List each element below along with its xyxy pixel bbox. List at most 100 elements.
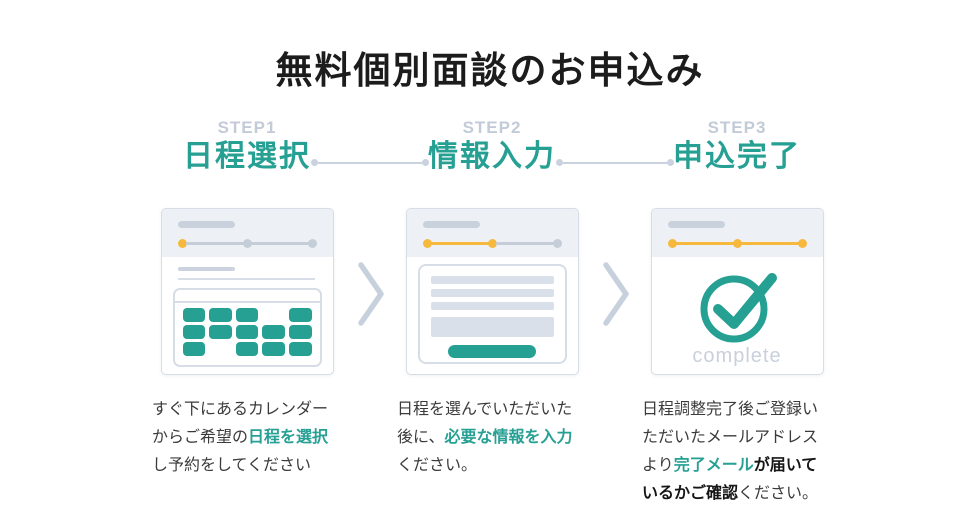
submit-button-placeholder — [448, 345, 536, 358]
step-title: 情報入力 — [428, 140, 556, 173]
calendar-cell — [209, 342, 232, 356]
steps-header: STEP1 日程選択 STEP2 情報入力 STEP3 申込完了 — [152, 119, 832, 172]
description-text: ただいたメールアドレス — [642, 429, 819, 446]
description-text: 日程調整完了後ご登録い — [642, 401, 819, 418]
card-header — [651, 209, 823, 257]
progress-line — [250, 242, 309, 245]
step-descriptions: すぐ下にあるカレンダーからご希望の日程を選択し予約をしてください 日程を選んでい… — [152, 396, 832, 508]
description-highlight: いるかご確認 — [642, 485, 739, 502]
progress-line — [675, 242, 734, 245]
calendar-cell — [288, 342, 312, 356]
check-circle-icon — [700, 273, 777, 343]
card-body — [162, 267, 333, 374]
form-textarea-placeholder — [430, 317, 554, 337]
schedule-card-illustration — [160, 208, 334, 375]
card-header — [406, 209, 578, 257]
description-text: ください。 — [738, 485, 819, 502]
progress-stepper — [667, 239, 807, 248]
calendar-cell — [209, 308, 232, 322]
step-column-3: STEP3 申込完了 — [642, 119, 832, 172]
progress-dot — [307, 239, 317, 248]
step-column-2: STEP2 情報入力 — [397, 119, 587, 172]
description-text: すぐ下にあるカレンダー — [152, 401, 329, 418]
connector-dot — [556, 159, 563, 166]
card-body: complete — [652, 261, 823, 374]
description-highlight: が届いて — [753, 457, 818, 474]
calendar-cell — [182, 308, 206, 322]
calendar-cell — [288, 325, 312, 339]
description-text: 日程を選んでいただいた — [397, 401, 573, 418]
progress-stepper — [177, 239, 317, 248]
check-wrap — [652, 261, 823, 345]
form-field-placeholder — [430, 302, 554, 310]
text-placeholder-line — [177, 278, 315, 280]
step-number-label: STEP2 — [462, 118, 522, 137]
progress-stepper — [422, 239, 562, 248]
description-text: し予約をしてください — [152, 457, 312, 474]
calendar-cell — [235, 325, 259, 339]
calendar-cell — [262, 308, 285, 322]
form-card-illustration — [405, 208, 579, 375]
progress-dot — [242, 239, 252, 248]
calendar-cell — [262, 325, 285, 339]
progress-dot — [422, 239, 432, 248]
connector-line — [318, 161, 422, 164]
step-title: 日程選択 — [183, 140, 311, 173]
progress-dot — [177, 239, 187, 248]
card-body — [407, 264, 578, 374]
calendar-cell — [235, 308, 259, 322]
progress-dot — [732, 239, 742, 248]
form-field-placeholder — [430, 289, 554, 297]
progress-line — [495, 242, 554, 245]
step-connector — [556, 159, 674, 166]
description-highlight: 日程を選択 — [248, 429, 329, 446]
description-text: 後に、 — [397, 429, 445, 446]
step-column-1: STEP1 日程選択 — [152, 119, 342, 172]
page-title: 無料個別面談のお申込み — [275, 50, 705, 91]
text-placeholder-line — [177, 267, 235, 271]
calendar-header — [174, 290, 320, 303]
step-connector — [311, 159, 429, 166]
step-description: 日程を選んでいただいた後に、必要な情報を入力ください。 — [397, 396, 587, 508]
title-placeholder-bar — [177, 221, 235, 228]
title-placeholder-bar — [667, 221, 725, 228]
connector-dot — [311, 159, 318, 166]
connector-dot — [667, 159, 674, 166]
step-description: すぐ下にあるカレンダーからご希望の日程を選択し予約をしてください — [152, 396, 342, 508]
calendar-cell — [182, 325, 206, 339]
progress-dot — [552, 239, 562, 248]
step-title: 申込完了 — [673, 140, 801, 173]
form-illustration — [417, 264, 567, 364]
progress-line — [185, 242, 244, 245]
description-text: からご希望の — [152, 429, 249, 446]
complete-label: complete — [692, 345, 782, 367]
step-number-label: STEP1 — [217, 118, 277, 137]
calendar-cell — [288, 308, 312, 322]
progress-dot — [667, 239, 677, 248]
next-step-chevron-icon — [603, 262, 629, 326]
title-placeholder-bar — [422, 221, 480, 228]
calendar-cell — [262, 342, 285, 356]
calendar-illustration — [172, 288, 322, 367]
connector-line — [563, 161, 667, 164]
calendar-grid — [175, 303, 320, 361]
description-highlight: 完了メール — [673, 457, 754, 474]
card-header — [161, 209, 333, 257]
next-step-chevron-icon — [358, 262, 384, 326]
complete-card-illustration: complete — [650, 208, 824, 375]
progress-line — [740, 242, 799, 245]
calendar-cell — [209, 325, 232, 339]
progress-dot — [487, 239, 497, 248]
description-text: ください。 — [397, 457, 478, 474]
step-description: 日程調整完了後ご登録いただいたメールアドレスより完了メールが届いているかご確認く… — [642, 396, 832, 508]
connector-dot — [422, 159, 429, 166]
description-text: より — [642, 457, 674, 474]
description-highlight: 必要な情報を入力 — [444, 429, 573, 446]
progress-dot — [797, 239, 807, 248]
form-field-placeholder — [430, 276, 554, 284]
step-cards: complete — [152, 208, 832, 375]
calendar-cell — [235, 342, 259, 356]
calendar-cell — [182, 342, 206, 356]
step-number-label: STEP3 — [707, 118, 767, 137]
progress-line — [430, 242, 489, 245]
